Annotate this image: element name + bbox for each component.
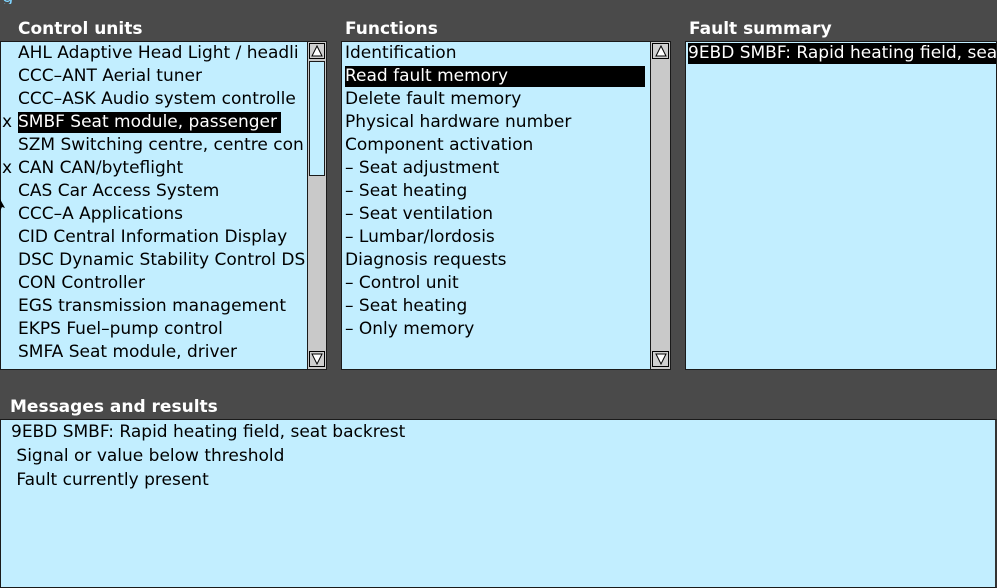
control-units-title: Control units [18, 19, 143, 39]
control-unit-item[interactable]: SZM Switching centre, centre con [1, 135, 305, 156]
control-unit-item[interactable]: CID Central Information Display [1, 227, 305, 248]
fault-summary-item[interactable]: 9EBD SMBF: Rapid heating field, sea [686, 43, 996, 64]
control-unit-item[interactable]: DSC Dynamic Stability Control DS [1, 250, 305, 271]
function-item-label: Delete fault memory [345, 89, 522, 109]
mouse-pointer-icon [0, 199, 5, 211]
control-unit-item[interactable]: CAS Car Access System [1, 181, 305, 202]
selection-mark: x [2, 112, 13, 132]
function-item[interactable]: – Lumbar/lordosis [342, 227, 648, 248]
functions-title: Functions [345, 19, 438, 39]
functions-scrollbar[interactable] [650, 42, 670, 369]
scroll-down-button[interactable] [309, 351, 325, 367]
function-item[interactable]: Delete fault memory [342, 89, 648, 110]
selection-mark: x [2, 158, 13, 178]
control-unit-item-label: EGS transmission management [18, 296, 286, 316]
control-unit-item[interactable]: AHL Adaptive Head Light / headli [1, 43, 305, 64]
control-unit-item-label: CCC–A Applications [18, 204, 183, 224]
arrow-down-icon [311, 353, 323, 365]
fault-summary-title: Fault summary [689, 19, 832, 39]
function-item-label: – Seat ventilation [345, 204, 494, 224]
function-item-label: – Only memory [345, 319, 475, 339]
control-unit-item[interactable]: CCC–ASK Audio system controlle [1, 89, 305, 110]
messages-title: Messages and results [10, 397, 218, 417]
arrow-up-icon [654, 45, 667, 57]
function-item-label: – Lumbar/lordosis [345, 227, 495, 247]
fault-summary-panel: 9EBD SMBF: Rapid heating field, sea [685, 41, 997, 370]
control-unit-item[interactable]: CON Controller [1, 273, 305, 294]
function-item[interactable]: – Seat heating [342, 181, 648, 202]
function-item[interactable]: Diagnosis requests [342, 250, 648, 271]
control-unit-item-label: EKPS Fuel–pump control [18, 319, 223, 339]
message-line: Signal or value below threshold [11, 446, 285, 466]
control-unit-item-label: SMBF Seat module, passenger [18, 112, 281, 133]
function-item-label: – Seat heating [345, 296, 468, 316]
function-item[interactable]: Physical hardware number [342, 112, 648, 133]
function-item[interactable]: – Seat adjustment [342, 158, 648, 179]
scroll-up-button[interactable] [652, 43, 669, 59]
control-unit-item-label: DSC Dynamic Stability Control DS [18, 250, 306, 270]
function-item-label: Component activation [345, 135, 534, 155]
function-item[interactable]: Identification [342, 43, 648, 64]
control-unit-item[interactable]: SMFA Seat module, driver [1, 342, 305, 363]
function-item[interactable]: Read fault memory [342, 66, 648, 87]
control-unit-item-label: AHL Adaptive Head Light / headli [18, 43, 299, 63]
control-unit-item-label: CID Central Information Display [18, 227, 288, 247]
scroll-down-button[interactable] [652, 351, 669, 367]
scroll-thumb[interactable] [309, 61, 325, 176]
function-item[interactable]: – Seat heating [342, 296, 648, 317]
control-units-scrollbar[interactable] [307, 42, 326, 369]
function-item[interactable]: – Only memory [342, 319, 648, 340]
function-item-label: Diagnosis requests [345, 250, 507, 270]
function-item-label: – Seat heating [345, 181, 468, 201]
control-unit-item[interactable]: EGS transmission management [1, 296, 305, 317]
control-unit-item-label: CAN CAN/byteflight [18, 158, 184, 178]
function-item[interactable]: – Control unit [342, 273, 648, 294]
function-item-label: – Seat adjustment [345, 158, 500, 178]
function-item-label: – Control unit [345, 273, 459, 293]
function-item-label: Identification [345, 43, 457, 63]
messages-panel: 9EBD SMBF: Rapid heating field, seat bac… [0, 419, 997, 588]
control-unit-item[interactable]: CCC–ANT Aerial tuner [1, 66, 305, 87]
window-title-fragment: g [0, 0, 60, 4]
arrow-up-icon [311, 45, 323, 57]
control-unit-item-label: SZM Switching centre, centre con [18, 135, 304, 155]
function-item-label: Read fault memory [345, 66, 645, 87]
fault-summary-item-label: 9EBD SMBF: Rapid heating field, sea [688, 43, 996, 64]
message-line: Fault currently present [11, 470, 209, 490]
control-unit-item-label: CAS Car Access System [18, 181, 220, 201]
control-unit-item-label: CCC–ASK Audio system controlle [18, 89, 296, 109]
function-item[interactable]: Component activation [342, 135, 648, 156]
function-item[interactable]: – Seat ventilation [342, 204, 648, 225]
arrow-down-icon [654, 353, 667, 365]
message-line: 9EBD SMBF: Rapid heating field, seat bac… [11, 422, 406, 442]
control-unit-item[interactable]: CCC–A Applications [1, 204, 305, 225]
scroll-up-button[interactable] [309, 43, 325, 59]
control-unit-item-label: SMFA Seat module, driver [18, 342, 237, 362]
function-item-label: Physical hardware number [345, 112, 572, 132]
control-unit-item-label: CCC–ANT Aerial tuner [18, 66, 202, 86]
control-unit-item-label: CON Controller [18, 273, 145, 293]
control-unit-item[interactable]: EKPS Fuel–pump control [1, 319, 305, 340]
